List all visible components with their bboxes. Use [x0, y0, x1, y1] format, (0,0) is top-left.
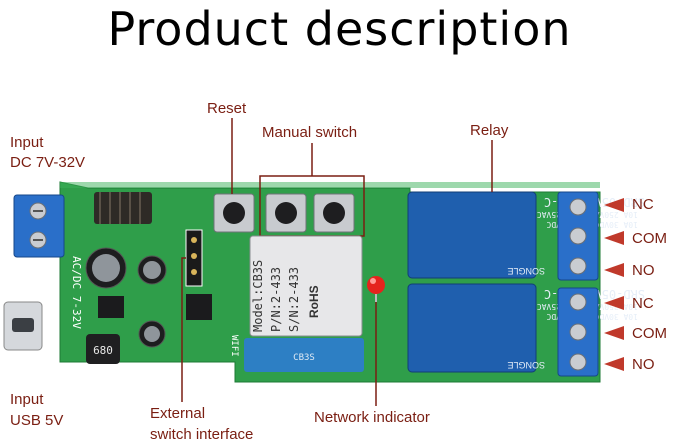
module-pn: P/N:2-433 [269, 267, 283, 332]
relay-terminal-block-bottom [557, 287, 599, 377]
relay-top-brand: SONGLE [507, 266, 545, 276]
manual-switch-part-2 [313, 193, 355, 233]
label-terminal-no-bottom: NO [632, 356, 655, 373]
arrow-no-top [604, 263, 624, 277]
antenna-coil [94, 192, 152, 224]
label-terminal-nc-bottom: NC [632, 295, 654, 312]
label-input-dc-2: DC 7V-32V [10, 154, 86, 171]
reset-button-part [213, 193, 255, 233]
module-name: CB3S [293, 353, 315, 363]
dc-input-terminal [13, 194, 65, 258]
label-input-usb-1: Input [10, 391, 44, 408]
arrow-no-bottom [604, 357, 624, 371]
manual-switch-part-1 [265, 193, 307, 233]
label-relay: Relay [470, 122, 509, 139]
relay-bottom: SRD-05VDC-SL-C 10A 250VAC 10A 125VAC 10A… [407, 283, 645, 373]
arrow-com-bottom [604, 326, 624, 340]
wifi-module: Model:CB3S P/N:2-433 S/N:2-433 RoHS CB3S [244, 235, 364, 372]
external-switch-header [185, 229, 203, 287]
module-rohs: RoHS [307, 285, 321, 318]
capacitor-bottom [138, 320, 166, 348]
label-terminal-com-top: COM [632, 230, 667, 247]
inductor: 680 [86, 334, 120, 364]
inductor-marking: 680 [93, 344, 113, 357]
label-terminal-nc-top: NC [632, 196, 654, 213]
page-title: Product description [107, 2, 572, 56]
label-external-1: External [150, 405, 206, 422]
module-sn: S/N:2-433 [287, 267, 301, 332]
relay-terminal-block-top [557, 191, 599, 281]
label-terminal-com-bottom: COM [632, 325, 667, 342]
label-external-2: switch interface [150, 426, 254, 443]
terminal-arrows [604, 198, 624, 371]
arrow-nc-bottom [604, 296, 624, 310]
network-led [367, 276, 385, 302]
ic-chip [98, 296, 124, 318]
label-network-indicator: Network indicator [314, 409, 430, 426]
label-terminal-no-top: NO [632, 262, 655, 279]
power-silkscreen: AC/DC 7-32V [70, 256, 83, 329]
leader-external [181, 257, 186, 402]
wifi-silkscreen: WIFI [229, 335, 239, 357]
capacitor-small [137, 255, 167, 285]
leader-lines [181, 118, 493, 406]
label-input-usb-2: USB 5V [10, 412, 64, 429]
usb-port [3, 301, 43, 351]
capacitor-large [85, 247, 127, 289]
arrow-nc-top [604, 198, 624, 212]
arrow-com-top [604, 231, 624, 245]
label-manual-switch: Manual switch [262, 124, 358, 141]
relay-bottom-brand: SONGLE [507, 360, 545, 370]
module-model: Model:CB3S [251, 260, 265, 332]
label-input-dc-1: Input [10, 134, 44, 151]
label-reset: Reset [207, 100, 247, 117]
ic-chip-2 [186, 294, 212, 320]
